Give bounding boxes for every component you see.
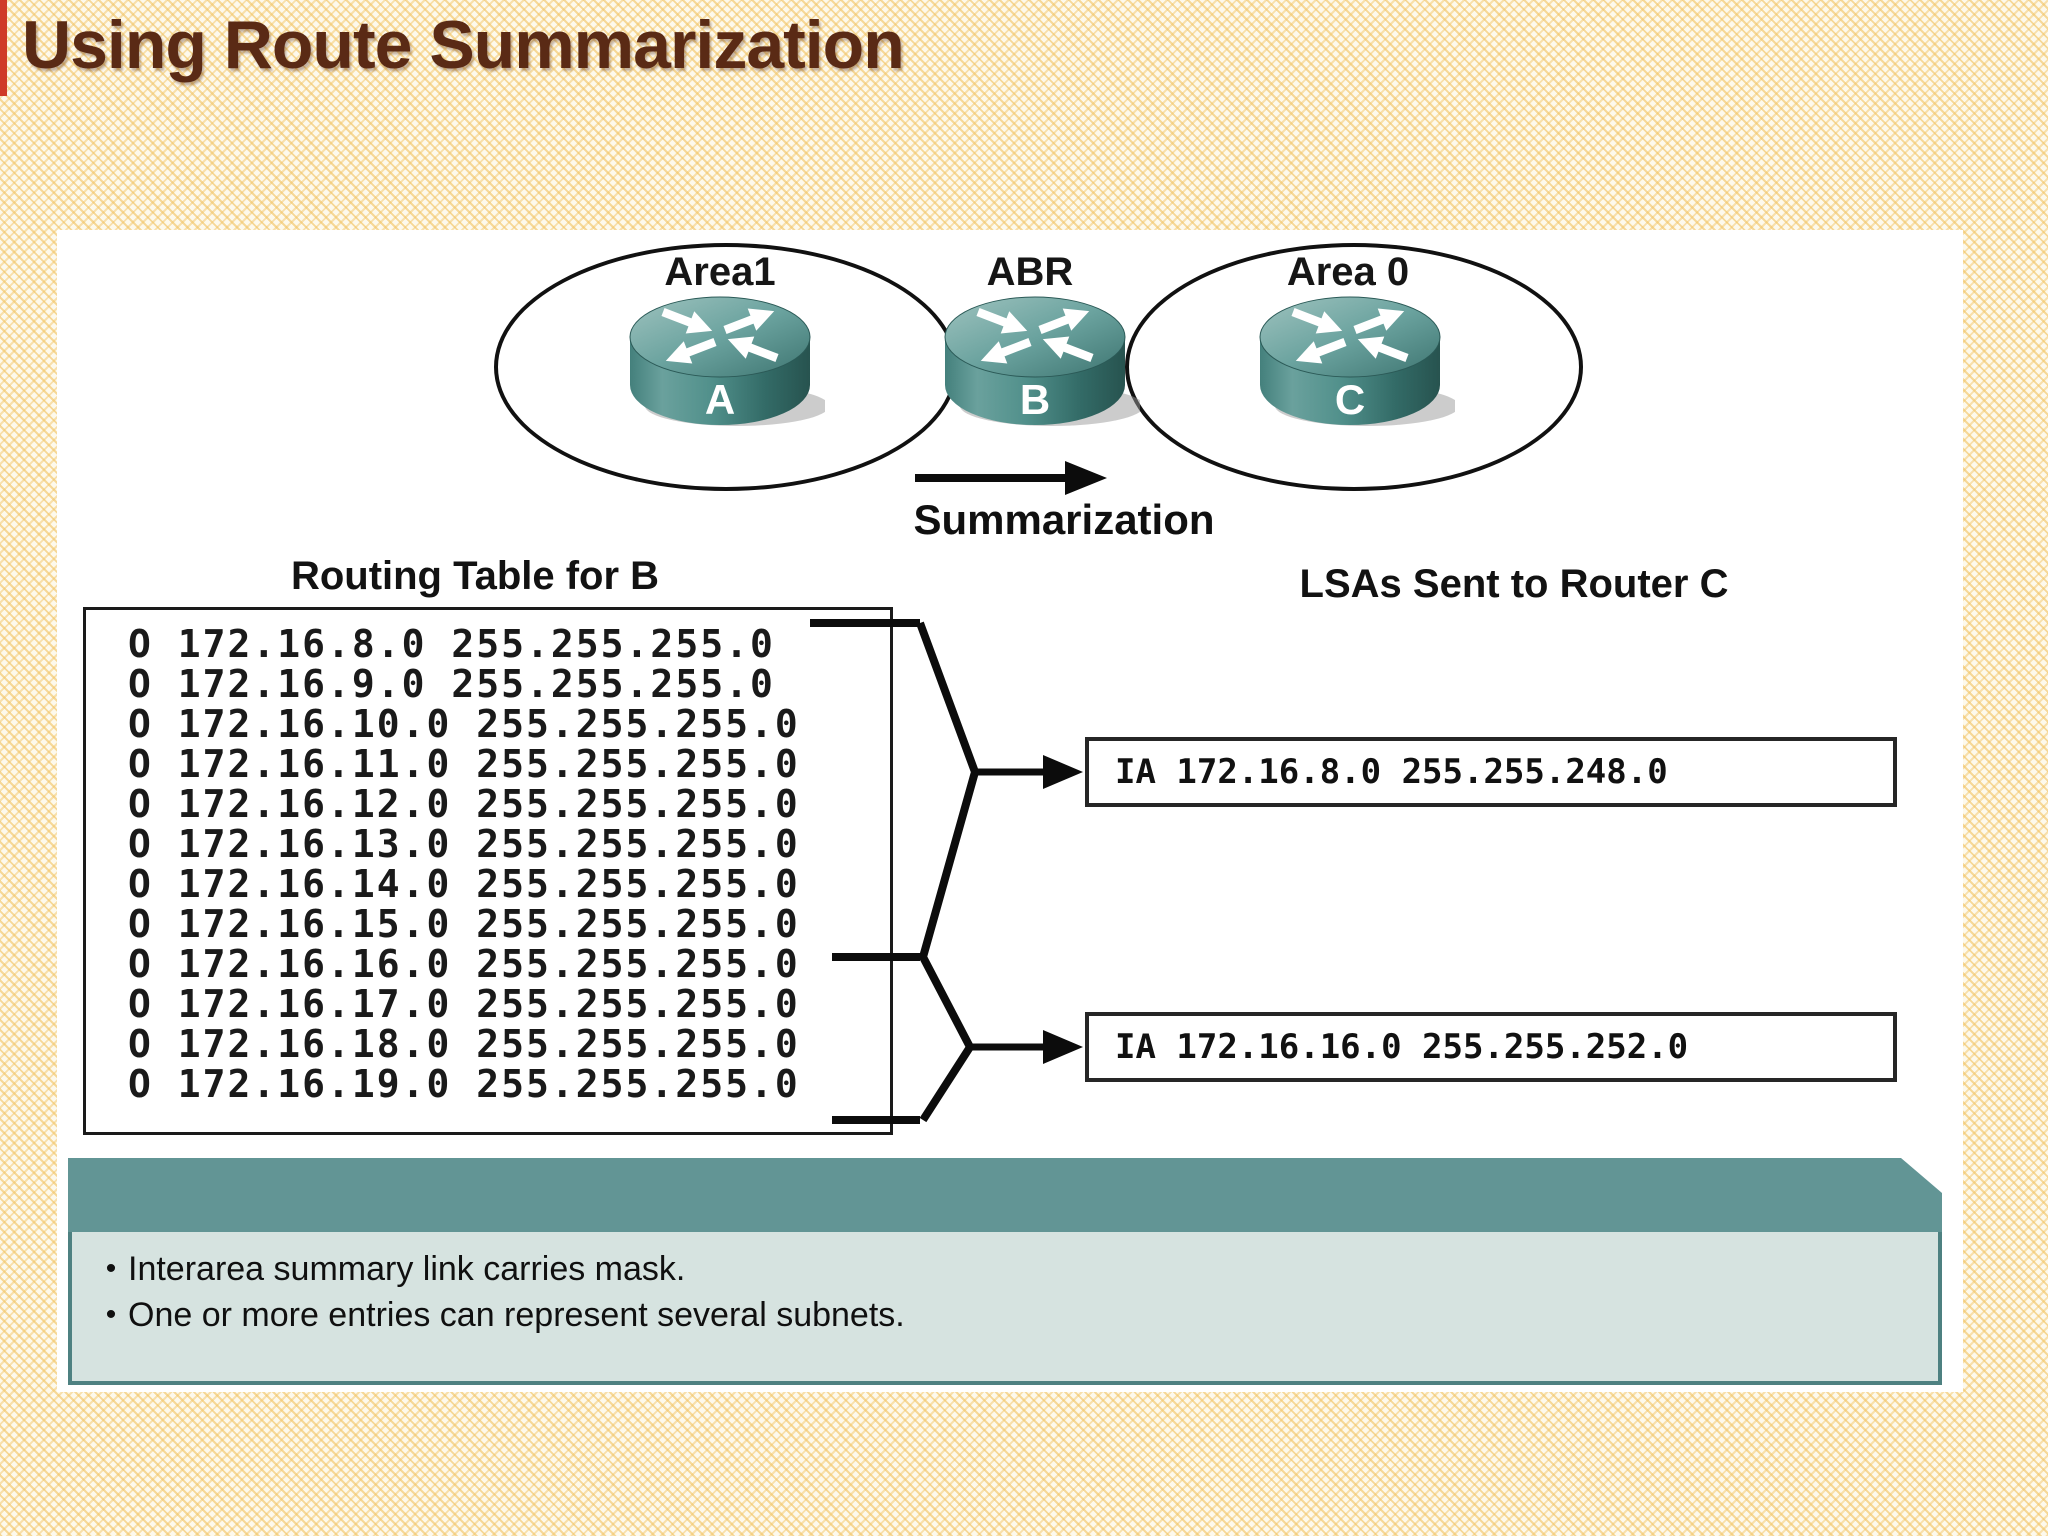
lsa-arrow-2 bbox=[970, 1030, 1083, 1064]
content-panel: Area1 ABR Area 0 A B C Summarization Rou… bbox=[57, 230, 1963, 1392]
routing-table-row: O 172.16.10.0 255.255.255.0 bbox=[128, 702, 800, 746]
router-a-letter: A bbox=[705, 376, 735, 423]
page-title: Using Route Summarization bbox=[22, 7, 905, 83]
note-bullet: •One or more entries can represent sever… bbox=[94, 1292, 1938, 1338]
routing-table-row: O 172.16.8.0 255.255.255.0 bbox=[128, 622, 775, 666]
notes-banner: •Interarea summary link carries mask. •O… bbox=[68, 1158, 1942, 1385]
notes-banner-body: •Interarea summary link carries mask. •O… bbox=[68, 1232, 1942, 1385]
lsa-box-2: IA 172.16.16.0 255.255.252.0 bbox=[1085, 1012, 1897, 1082]
routing-table-row: O 172.16.15.0 255.255.255.0 bbox=[128, 902, 800, 946]
routing-table-row: O 172.16.19.0 255.255.255.0 bbox=[128, 1062, 800, 1106]
note-bullet: •Interarea summary link carries mask. bbox=[94, 1246, 1938, 1292]
router-b-icon: B bbox=[930, 280, 1140, 430]
routing-table: O 172.16.8.0 255.255.255.0 O 172.16.9.0 … bbox=[83, 607, 893, 1135]
bullet-dot: • bbox=[105, 1252, 117, 1285]
routing-table-row: O 172.16.17.0 255.255.255.0 bbox=[128, 982, 800, 1026]
bullet-dot: • bbox=[105, 1298, 117, 1331]
routing-table-row: O 172.16.14.0 255.255.255.0 bbox=[128, 862, 800, 906]
router-c-icon: C bbox=[1245, 280, 1455, 430]
summarization-label: Summarization bbox=[913, 496, 1215, 543]
area0-label: Area 0 bbox=[1286, 250, 1410, 294]
lsa-box-1: IA 172.16.8.0 255.255.248.0 bbox=[1085, 737, 1897, 807]
summarization-arrow bbox=[915, 461, 1107, 495]
lsa-entry: IA 172.16.8.0 255.255.248.0 bbox=[1115, 752, 1668, 792]
lsa-heading: LSAs Sent to Router C bbox=[1299, 562, 1729, 606]
abr-label: ABR bbox=[986, 250, 1074, 294]
notes-banner-header bbox=[68, 1158, 1942, 1232]
routing-table-row: O 172.16.12.0 255.255.255.0 bbox=[128, 782, 800, 826]
red-edge-strip bbox=[0, 0, 7, 96]
routing-table-heading: Routing Table for B bbox=[290, 554, 660, 598]
routing-table-row: O 172.16.9.0 255.255.255.0 bbox=[128, 662, 775, 706]
routing-table-row: O 172.16.16.0 255.255.255.0 bbox=[128, 942, 800, 986]
lsa-arrow-1 bbox=[975, 755, 1083, 789]
lsa-entry: IA 172.16.16.0 255.255.252.0 bbox=[1115, 1027, 1689, 1067]
router-a-icon: A bbox=[615, 280, 825, 430]
router-c-letter: C bbox=[1335, 376, 1365, 423]
area1-label: Area1 bbox=[664, 250, 776, 294]
routing-table-row: O 172.16.13.0 255.255.255.0 bbox=[128, 822, 800, 866]
routing-table-row: O 172.16.11.0 255.255.255.0 bbox=[128, 742, 800, 786]
router-b-letter: B bbox=[1020, 376, 1050, 423]
routing-table-row: O 172.16.18.0 255.255.255.0 bbox=[128, 1022, 800, 1066]
